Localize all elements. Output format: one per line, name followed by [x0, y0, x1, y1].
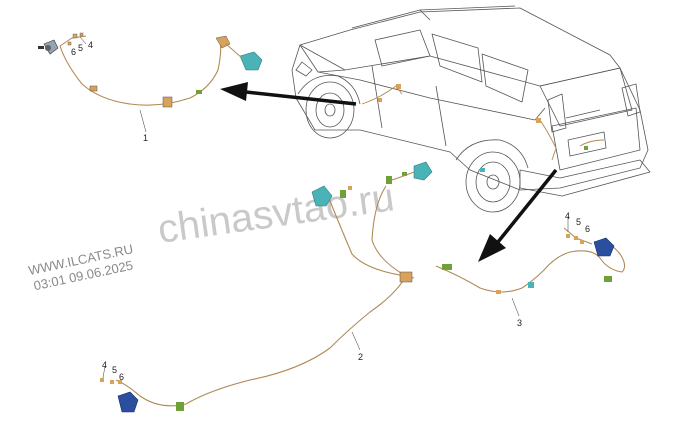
callout-connector-4-right: 4 [565, 211, 570, 221]
harness-2 [100, 161, 433, 413]
background-watermark: chinasvtao.ru [155, 175, 397, 252]
vehicle-outline [291, 5, 651, 213]
callout-connector-6-bottom: 6 [119, 372, 124, 382]
callout-leaders [79, 36, 569, 379]
pointer-arrow-rear [478, 168, 558, 262]
callout-connector-4-bottom: 4 [102, 360, 107, 370]
vehicle-harness-traces [361, 85, 605, 161]
callout-connector-5-bottom: 5 [112, 365, 117, 375]
watermark-stamp: WWW.ILCATS.RU 03:01 09.06.2025 [27, 241, 134, 293]
pointer-arrow-front [220, 82, 357, 106]
callout-connector-4-top: 4 [88, 40, 93, 50]
callout-connector-6-right: 6 [585, 224, 590, 234]
callout-connector-5-top: 5 [78, 43, 83, 53]
callout-harness-2: 2 [358, 352, 363, 362]
callout-harness-3: 3 [517, 318, 522, 328]
callout-connector-5-right: 5 [576, 217, 581, 227]
harness-1 [38, 32, 263, 108]
callout-harness-1: 1 [143, 133, 148, 143]
vehicle-connector-dots [378, 84, 588, 172]
harness-3 [435, 227, 626, 294]
callout-connector-6-top: 6 [71, 47, 76, 57]
